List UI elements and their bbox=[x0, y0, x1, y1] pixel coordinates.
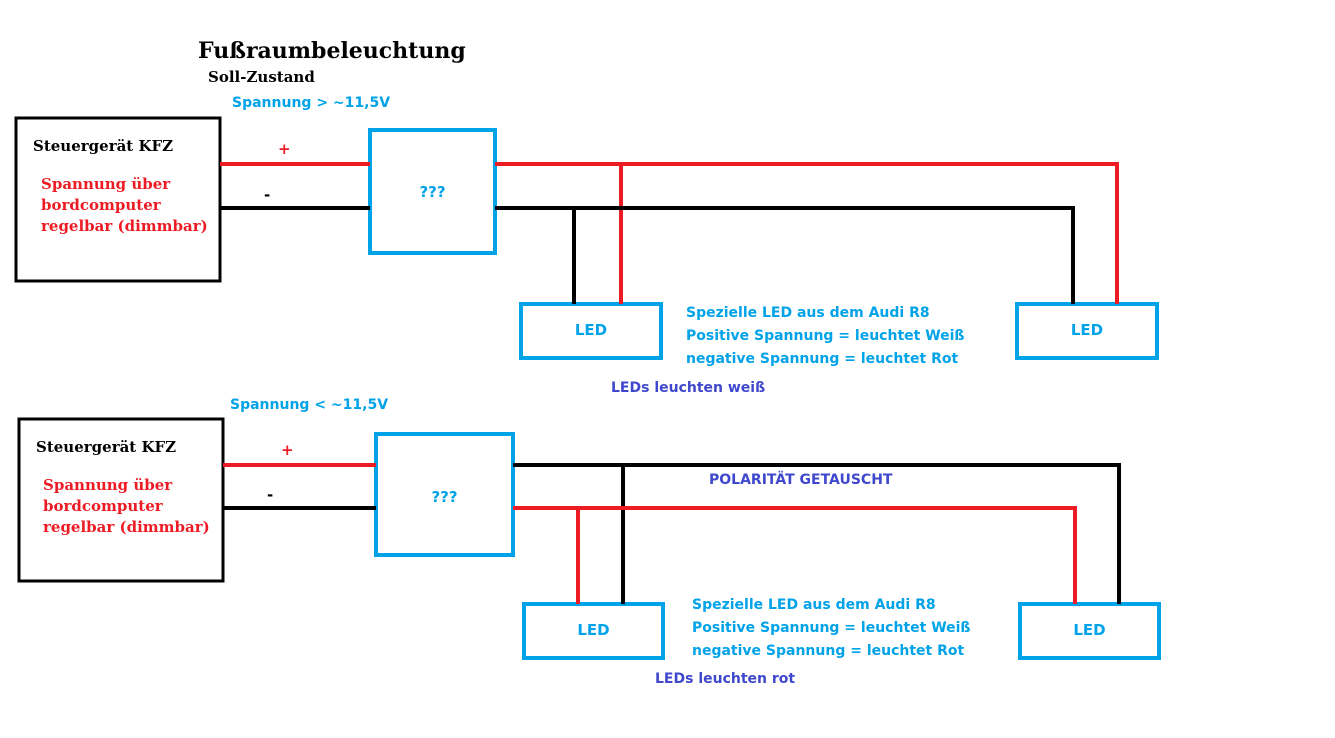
bottom-led-info-line: Positive Spannung = leuchtet Weiß bbox=[692, 620, 971, 636]
top-minus-sign: - bbox=[264, 186, 271, 204]
bottom-led-info: Spezielle LED aus dem Audi R8 Positive S… bbox=[692, 594, 971, 663]
top-plus-sign: + bbox=[278, 140, 291, 158]
top-led-left-box bbox=[519, 302, 663, 360]
bottom-plus-sign: + bbox=[281, 441, 294, 459]
top-positive-wire-out bbox=[495, 162, 1119, 304]
bottom-controller-desc-line: Spannung über bbox=[43, 476, 173, 494]
top-led-info: Spezielle LED aus dem Audi R8 Positive S… bbox=[686, 302, 965, 371]
top-negative-wire-out bbox=[495, 206, 1075, 304]
top-voltage-label: Spannung > ~11,5V bbox=[232, 95, 391, 111]
top-led-right-box bbox=[1015, 302, 1159, 360]
bottom-minus-sign: - bbox=[267, 486, 274, 504]
top-led-left-label: LED bbox=[574, 321, 608, 339]
bottom-positive-wire-out bbox=[513, 506, 1077, 604]
bottom-controller-desc-line: bordcomputer bbox=[43, 497, 163, 515]
bottom-module-box bbox=[374, 432, 515, 557]
top-led-info-line: Spezielle LED aus dem Audi R8 bbox=[686, 305, 930, 321]
top-controller-desc-line: Spannung über bbox=[41, 175, 171, 193]
top-led-info-line: Positive Spannung = leuchtet Weiß bbox=[686, 328, 965, 344]
top-controller-desc: Spannung über bordcomputer regelbar (dim… bbox=[41, 174, 208, 237]
bottom-module-label: ??? bbox=[431, 488, 458, 506]
bottom-controller-desc: Spannung über bordcomputer regelbar (dim… bbox=[43, 475, 210, 538]
bottom-led-left-label: LED bbox=[577, 621, 610, 639]
top-module-label: ??? bbox=[419, 183, 446, 201]
bottom-result-label: LEDs leuchten rot bbox=[655, 671, 796, 687]
bottom-polarity-note: POLARITÄT GETAUSCHT bbox=[709, 472, 893, 488]
top-controller-box bbox=[14, 116, 222, 283]
top-module-box bbox=[368, 128, 497, 255]
bottom-led-info-line: Spezielle LED aus dem Audi R8 bbox=[692, 597, 936, 613]
top-controller-title: Steuergerät KFZ bbox=[33, 137, 174, 155]
top-controller-desc-line: regelbar (dimmbar) bbox=[41, 217, 208, 235]
bottom-controller-title: Steuergerät KFZ bbox=[36, 438, 177, 456]
bottom-led-left-box bbox=[522, 602, 665, 660]
bottom-led-right-box bbox=[1018, 602, 1161, 660]
bottom-negative-wire-out bbox=[513, 463, 1121, 604]
bottom-led-right-label: LED bbox=[1073, 621, 1106, 639]
top-result-label: LEDs leuchten weiß bbox=[611, 380, 766, 396]
bottom-controller-desc-line: regelbar (dimmbar) bbox=[43, 518, 210, 536]
page-title: Fußraumbeleuchtung bbox=[198, 38, 466, 64]
top-controller-desc-line: bordcomputer bbox=[41, 196, 161, 214]
bottom-led-info-line: negative Spannung = leuchtet Rot bbox=[692, 643, 965, 659]
bottom-voltage-label: Spannung < ~11,5V bbox=[230, 397, 389, 413]
top-led-info-line: negative Spannung = leuchtet Rot bbox=[686, 351, 959, 367]
top-led-right-label: LED bbox=[1070, 321, 1104, 339]
page-subtitle: Soll-Zustand bbox=[208, 68, 315, 86]
bottom-controller-box bbox=[17, 417, 225, 583]
